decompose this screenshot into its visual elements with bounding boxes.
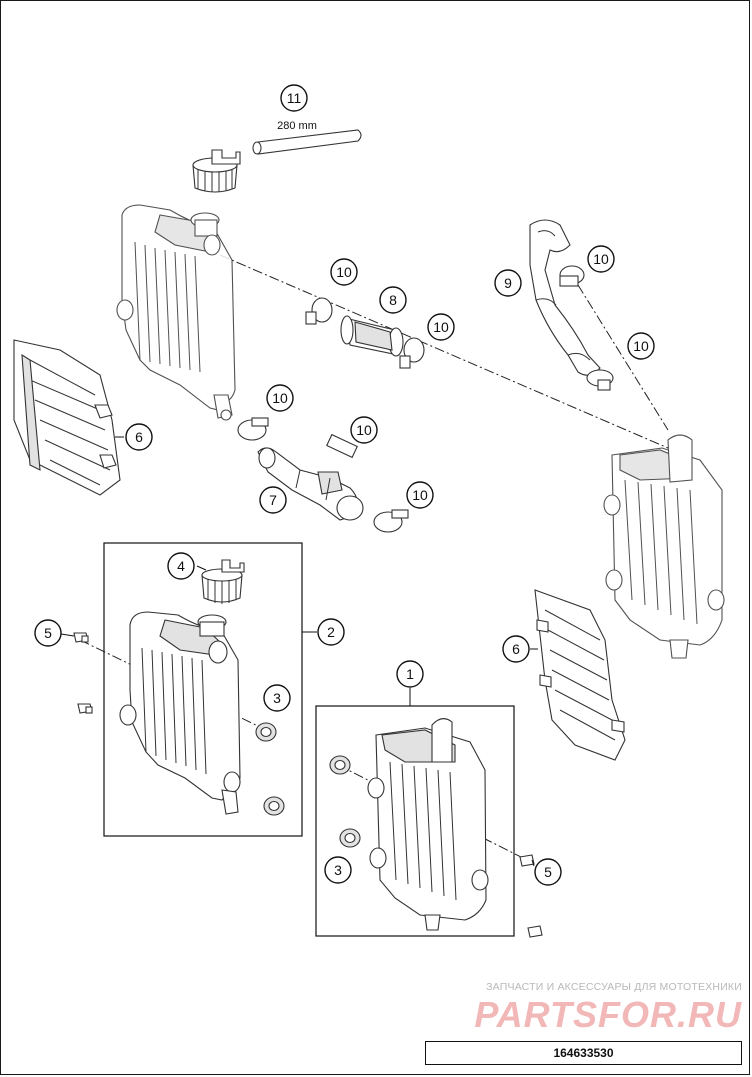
hose-clamp-part-10-d [326,433,358,459]
radiator-hose-part-9 [529,219,614,391]
filler-cap-top [192,149,241,193]
callout-label: 3 [334,862,342,878]
thermostat-housing-part-8 [340,315,404,357]
bolt-part-5-left-a [73,632,89,643]
radiator-right-part-1 [367,718,489,931]
rubber-grommet-part-3-left-a [255,722,277,742]
axis-line-hose-9 [577,284,669,431]
callout-1: 1 [396,660,424,688]
axis-line-main [219,254,669,449]
radiator-shroud-part-6-right [534,589,626,761]
coolant-hose-part-11 [252,129,362,155]
radiator-left-upper [116,204,236,421]
callout-label: 7 [269,492,277,508]
callout-3: 3 [263,684,291,712]
callout-label: 4 [177,558,185,574]
callout-label: 1 [406,666,414,682]
callout-10: 10 [427,313,455,341]
hose-length-label: 280 mm [277,120,317,132]
document-number: 164633530 [425,1041,742,1065]
radiator-left-part-2 [119,611,241,815]
hose-clamp-part-10-b [399,337,425,369]
axis-line-right-radiator [337,764,528,861]
callout-9: 9 [494,269,522,297]
callout-label: 11 [287,90,302,106]
rubber-grommet-part-3-left-b [263,796,285,816]
callout-label: 10 [593,251,609,267]
callout-7: 7 [259,486,287,514]
callout-label: 3 [273,690,281,706]
callout-3: 3 [324,856,352,884]
callout-10: 10 [266,384,294,412]
radiator-right-upper [603,434,725,659]
leader-part-4 [196,565,207,571]
callout-2: 2 [317,618,345,646]
watermark-logo: PARTSFOR.RU [474,994,742,1035]
watermark-caption: ЗАПЧАСТИ И АКСЕССУАРЫ ДЛЯ МОТОТЕХНИКИ [486,981,742,993]
callout-10: 10 [350,416,378,444]
part-1-group-box [315,705,515,937]
rubber-grommet-part-3-right-a [329,755,351,775]
callout-label: 10 [412,487,428,503]
bolt-part-5-right-b [527,925,543,938]
callout-label: 6 [512,641,520,657]
rubber-grommet-part-3-right-b [339,828,361,848]
callout-10: 10 [330,258,358,286]
callout-label: 6 [135,429,143,445]
callout-6: 6 [125,423,153,451]
callout-10: 10 [406,481,434,509]
hose-clamp-part-10-c [237,417,269,441]
callout-label: 8 [389,292,397,308]
callout-label: 10 [433,319,449,335]
callout-6: 6 [502,635,530,663]
radiator-shroud-part-6-left [13,339,121,496]
leader-part-5-right [531,859,535,867]
callout-label: 10 [336,264,352,280]
hose-clamp-part-10-e [373,509,409,533]
callout-label: 5 [544,864,552,880]
hose-clamp-part-10-a [305,297,333,325]
callout-5: 5 [534,858,562,886]
leader-part-5-left [60,633,75,637]
callout-4: 4 [167,552,195,580]
callout-label: 2 [327,624,335,640]
part-2-group-box [103,542,303,837]
radiator-hose-part-7 [257,447,364,521]
callout-label: 10 [272,390,288,406]
callout-label: 10 [356,422,372,438]
callout-label: 5 [44,625,52,641]
callout-10: 10 [587,245,615,273]
bolt-part-5-right-a [519,854,535,867]
callout-11: 11 [280,84,308,112]
callout-label: 10 [633,338,649,354]
callout-5: 5 [34,619,62,647]
callout-8: 8 [379,286,407,314]
bolt-part-5-left-b [77,703,93,714]
radiator-cap-part-4 [201,559,245,604]
callout-label: 9 [504,275,512,291]
callout-10: 10 [627,332,655,360]
